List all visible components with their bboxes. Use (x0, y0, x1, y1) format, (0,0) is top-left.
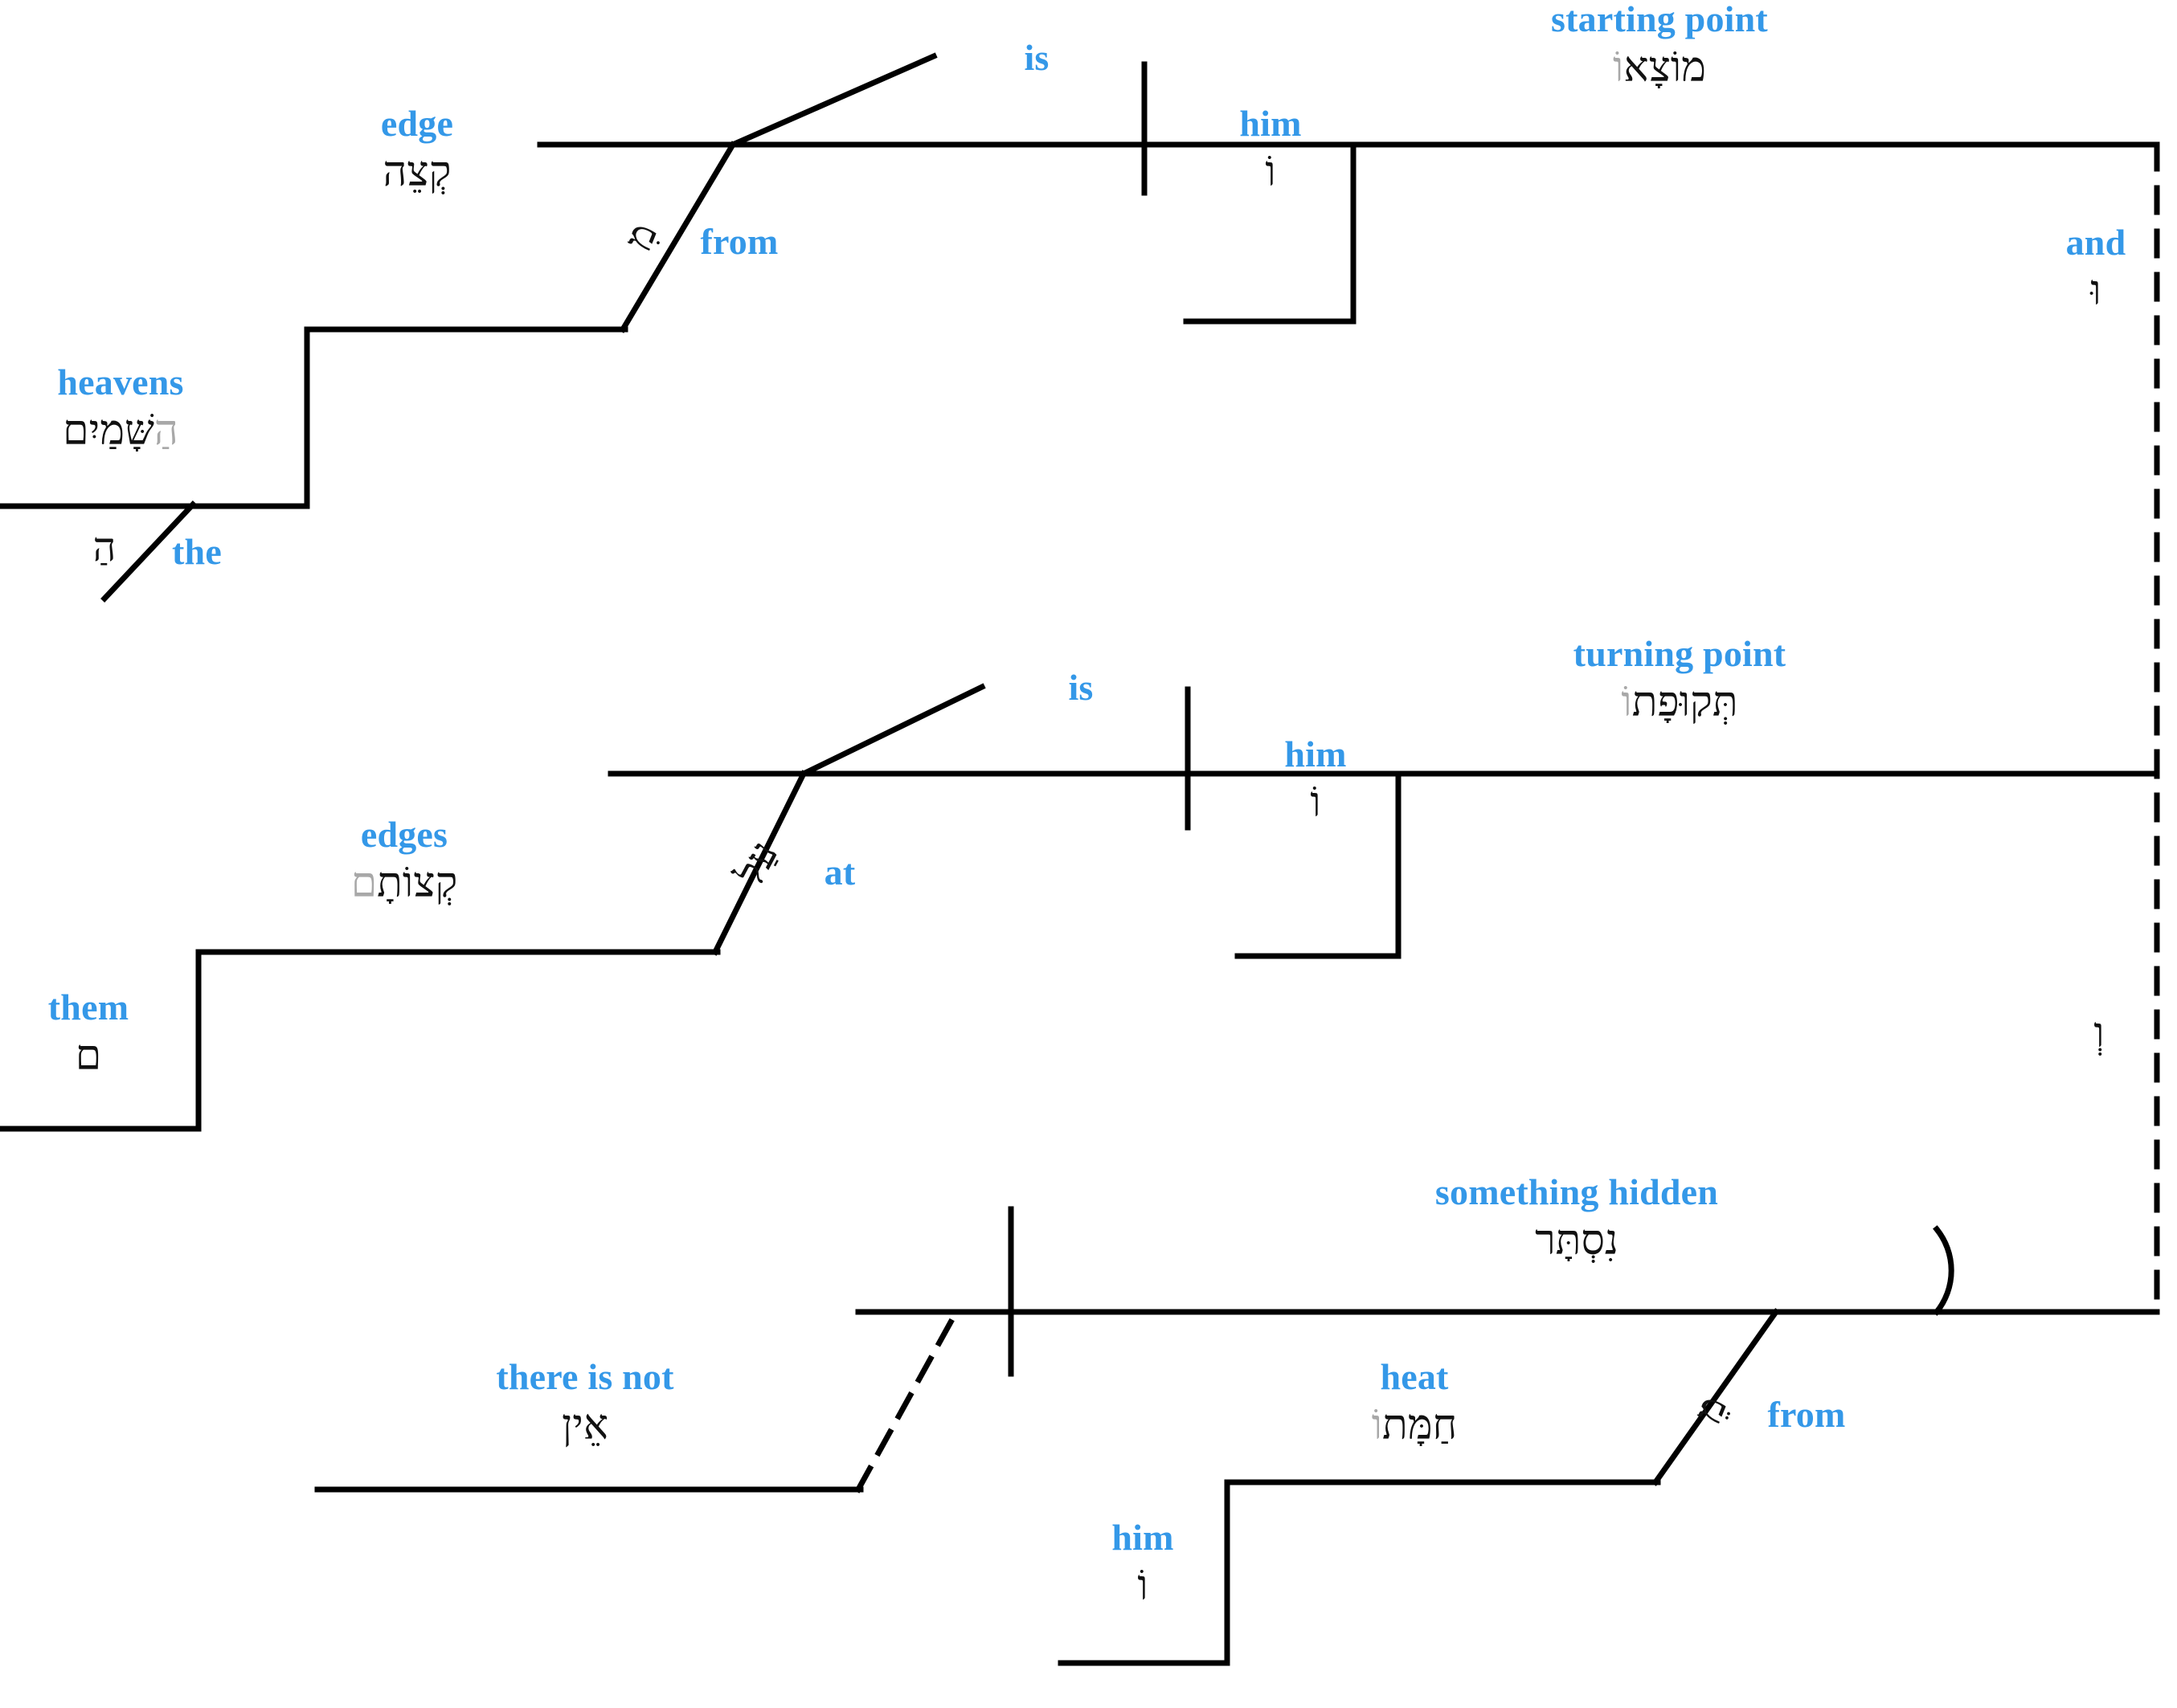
clause2-him-pendant (1234, 772, 1402, 959)
clause1-heavens-gloss: heavens (57, 362, 184, 402)
clause1-preposition-gloss-label[interactable]: from (700, 221, 779, 262)
coordination-and-label[interactable]: and וּ (2066, 223, 2126, 314)
clause1-predicate-label[interactable]: is (1024, 37, 1050, 78)
clause3-from-gloss: from (1767, 1394, 1846, 1435)
clause3-thereisnot-gloss: there is not (496, 1356, 674, 1397)
clause2-at-slant (711, 770, 808, 956)
clause3-subject-label[interactable]: something hidden נִסְתָּר (1434, 1171, 1719, 1265)
clause2-predicate-label[interactable]: is (1068, 668, 1093, 707)
clause1-edge-gloss: edge (380, 103, 454, 144)
clause1-subject-hebrew: מוֹצָאוֹ (1613, 45, 1706, 92)
clause2-them-gloss: them (47, 987, 129, 1028)
conjunction-and-gloss: and (2065, 222, 2126, 263)
clause2-edges-gloss: edges (360, 814, 448, 855)
clause3-heat-hebrew: חַמָּתוֹ (1371, 1403, 1458, 1449)
clause2-step-to-them (0, 949, 202, 1132)
clause1-him-hebrew: וֹ (1265, 149, 1276, 196)
clause1-article-gloss-label[interactable]: the (172, 531, 222, 572)
clause2-him-gloss: him (1284, 733, 1347, 774)
clause2-predicate-gloss: is (1068, 667, 1094, 708)
clause1-edge-hebrew: קְצֵה (383, 149, 452, 196)
clause1-prep-object-label[interactable]: edge קְצֵה (381, 104, 453, 195)
clause2-preposition-gloss-label[interactable]: at (824, 852, 856, 893)
clause1-object-modifier-label[interactable]: heavens הַשָּׁמַיִם (57, 362, 184, 455)
clause1-the-hebrew: הַ (92, 525, 117, 570)
conjunction-vav-hebrew: וְ (2093, 1011, 2105, 1056)
clause3-step-to-him (1058, 1479, 1230, 1666)
clause2-him-hebrew: וֹ (1310, 780, 1321, 827)
clause3-from-slant (1651, 1308, 1780, 1486)
clause1-subject-label[interactable]: starting point מוֹצָאוֹ (1551, 0, 1768, 91)
clause3-him-hebrew: וֹ (1137, 1563, 1148, 1610)
clause3-subject-arc (1933, 1225, 1954, 1316)
clause1-subject-gloss: starting point (1551, 0, 1768, 39)
clause2-edges-hebrew: קְצוֹתָם (350, 860, 458, 907)
clause3-heat-gloss: heat (1380, 1356, 1449, 1397)
clause2-prep-object-label[interactable]: edges קְצוֹתָם (351, 815, 458, 906)
clause1-from-gloss: from (700, 221, 779, 262)
clause1-step-to-heavens (0, 326, 310, 509)
clause3-existential-dashed-slant (854, 1308, 960, 1493)
clause1-him-gloss: him (1239, 103, 1302, 144)
clause2-them-hebrew: ם (75, 1033, 102, 1080)
clause2-him-label[interactable]: him וֹ (1284, 733, 1347, 827)
clause3-prep-object-label[interactable]: heat חַמָּתוֹ (1371, 1356, 1458, 1449)
clause1-heavens-hebrew: הַשָּׁמַיִם (63, 408, 178, 455)
clause2-subject-slant (800, 683, 986, 778)
clause3-thereisnot-hebrew: אֵין (561, 1403, 609, 1449)
clause3-object-modifier-label[interactable]: him וֹ (1111, 1518, 1173, 1609)
clause1-predicate-gloss: is (1024, 37, 1050, 78)
clause1-article-hebrew-label[interactable]: הַ (93, 526, 117, 569)
clause2-subject-gloss: turning point (1573, 633, 1786, 674)
clause2-object-modifier-label[interactable]: them ם (47, 987, 129, 1080)
conjunction-and-hebrew: וּ (2090, 268, 2101, 315)
clause3-subject-hebrew: נִסְתָּר (1535, 1218, 1618, 1265)
coordination-vav-label[interactable]: וְ (2093, 1004, 2104, 1056)
clause1-the-slant (100, 501, 197, 603)
clause2-subject-hebrew: תְּקוּפָתוֹ (1621, 680, 1738, 726)
clause1-subject-slant (729, 52, 938, 149)
clause3-predicate-label[interactable]: there is not אֵין (496, 1356, 674, 1449)
clause3-subject-gloss: something hidden (1434, 1171, 1719, 1212)
clause1-him-pendant (1183, 143, 1357, 325)
clause2-at-gloss: at (824, 852, 856, 893)
clause1-him-label[interactable]: him וֹ (1239, 104, 1301, 195)
clause3-him-gloss: him (1111, 1517, 1174, 1558)
clause1-the-gloss: the (172, 531, 222, 572)
clause1-from-slant (619, 141, 737, 333)
clause2-subject-label[interactable]: turning point תְּקוּפָתוֹ (1573, 633, 1786, 726)
clause3-preposition-gloss-label[interactable]: from (1767, 1395, 1845, 1434)
